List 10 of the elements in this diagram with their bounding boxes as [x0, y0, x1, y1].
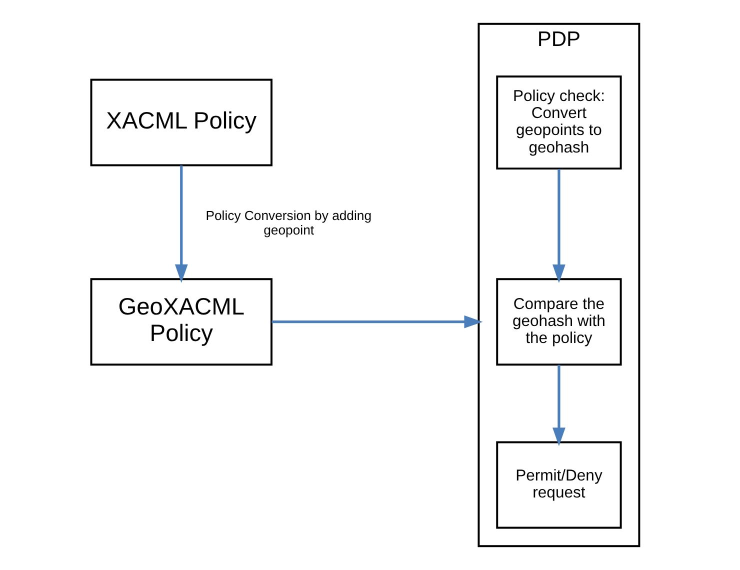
arrow: [552, 364, 565, 446]
arrow: [174, 166, 188, 283]
node-box: Permit/Deny request: [496, 441, 622, 529]
node-box: XACML Policy: [90, 78, 272, 166]
node-box: Policy check: Convert geopoints to geohash: [496, 75, 622, 170]
node-box: GeoXACML Policy: [90, 278, 272, 366]
node-box: Compare the geohash with the policy: [496, 278, 622, 366]
arrow: [271, 315, 482, 328]
edge-label: Policy Conversion by adding geopoint: [205, 208, 372, 238]
arrow: [552, 168, 565, 283]
